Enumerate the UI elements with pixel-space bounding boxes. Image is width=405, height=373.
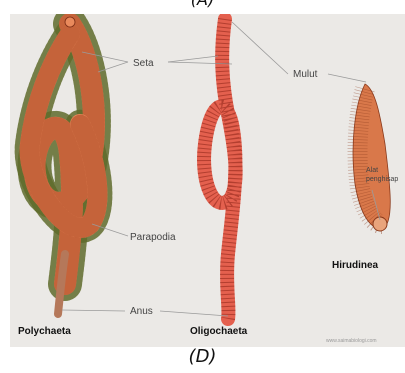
seta-label: Seta [133,58,154,69]
figure-caption: (D) [0,346,405,367]
top-caption-partial: (A) [0,0,405,9]
alat-label-line1: Alat [366,167,378,174]
hirudinea-name: Hirudinea [332,260,379,271]
alat-label-line2: penghisap [366,176,398,183]
oligochaeta-name: Oligochaeta [190,326,248,337]
annelid-diagram: Seta Parapodia Anus Mulut Alat penghisap… [10,14,405,347]
polychaeta-name: Polychaeta [18,326,71,337]
worm-diagram-panel: Seta Parapodia Anus Mulut Alat penghisap… [10,14,405,347]
hirudinea-worm [353,84,390,231]
parapodia-label: Parapodia [130,232,176,243]
watermark: www.saimabiologi.com [326,338,377,344]
anus-label: Anus [130,306,153,317]
mulut-label: Mulut [293,69,318,80]
polychaeta-worm [30,17,98,314]
